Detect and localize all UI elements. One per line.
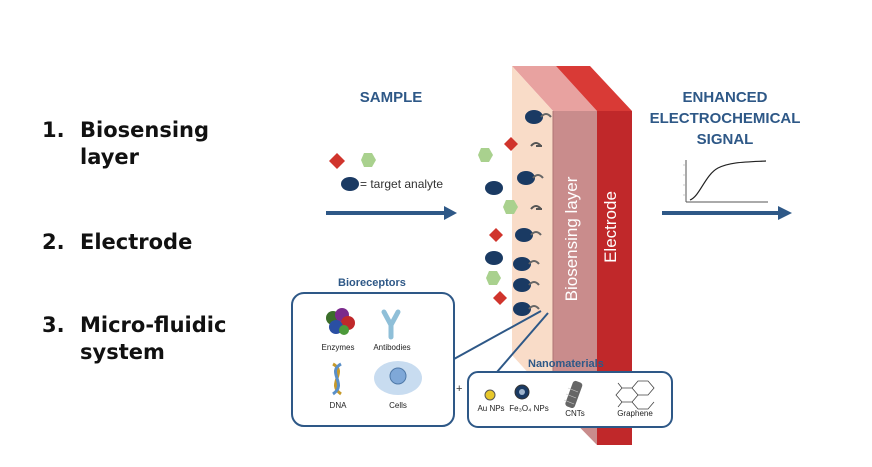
- analyte-ellipse-icon: [485, 181, 503, 195]
- list-text: Electrode: [80, 230, 193, 254]
- signal-plot-thumbnail: [683, 160, 768, 203]
- receptor-analyte: [513, 302, 540, 316]
- hexagon-icon: [361, 153, 376, 167]
- list-number: 1.: [42, 118, 65, 142]
- analyte-ellipse-icon: [485, 251, 503, 265]
- bioreceptors-title: Bioreceptors: [338, 277, 406, 289]
- receptor-analyte: [517, 171, 544, 185]
- diamond-icon: [329, 153, 345, 169]
- free-particles: [478, 137, 518, 305]
- list-item-electrode: 2. Electrode: [42, 229, 192, 256]
- plus-sign: +: [456, 383, 463, 395]
- hexagon-icon: [478, 148, 493, 162]
- cnt-icon: [563, 380, 583, 409]
- list-number: 3.: [42, 313, 65, 337]
- sample-label: SAMPLE: [359, 89, 423, 106]
- electrode-label: Electrode: [601, 191, 620, 263]
- caption-enzymes: Enzymes: [321, 343, 355, 352]
- surface-receptors: [513, 110, 552, 316]
- cell-icon: [374, 361, 422, 395]
- caption-fe3o4-nps: Fe₃O₄ NPs: [509, 404, 549, 413]
- list-text: Micro-fluidic system: [80, 313, 227, 364]
- connector-nanomaterials: [496, 312, 549, 373]
- receptor-analyte: [515, 228, 542, 242]
- enzyme-icon: [326, 308, 355, 335]
- analyte-ellipse-icon: [341, 177, 359, 191]
- fe3o4-np-icon: [514, 384, 530, 400]
- receptor: [530, 142, 542, 147]
- hexagon-icon: [486, 271, 501, 285]
- receptor-analyte: [513, 278, 540, 292]
- caption-graphene: Graphene: [617, 409, 653, 418]
- caption-cells: Cells: [389, 401, 407, 410]
- legend-target-analyte: = target analyte: [360, 177, 444, 191]
- list-item-microfluidic-system: 3. Micro-fluidic system: [42, 312, 240, 366]
- hexagon-icon: [503, 200, 518, 214]
- dna-icon: [332, 362, 342, 396]
- caption-cnts: CNTs: [565, 409, 585, 418]
- sample-arrow: [326, 206, 457, 220]
- signal-label: ENHANCED ELECTROCHEMICAL SIGNAL: [649, 89, 801, 148]
- list-number: 2.: [42, 230, 65, 254]
- graphene-icon: [615, 380, 655, 410]
- bioreceptors-box: [291, 292, 455, 427]
- nanomaterials-title: Nanomaterials: [528, 358, 604, 370]
- receptor-analyte: [525, 110, 552, 124]
- diamond-icon: [504, 137, 518, 151]
- caption-antibodies: Antibodies: [373, 343, 411, 352]
- signal-arrow: [662, 206, 792, 220]
- list-item-biosensing-layer: 1. Biosensing layer: [42, 117, 230, 171]
- list-text: Biosensing layer: [80, 118, 210, 169]
- biosensing-layer-label: Biosensing layer: [562, 176, 581, 302]
- receptor-analyte: [513, 257, 540, 271]
- antibody-icon: [381, 309, 401, 340]
- diamond-icon: [493, 291, 507, 305]
- receptor: [530, 205, 542, 210]
- caption-au-nps: Au NPs: [477, 404, 505, 413]
- connector-bioreceptors: [453, 310, 542, 360]
- caption-dna: DNA: [329, 401, 347, 410]
- diamond-icon: [489, 228, 503, 242]
- au-np-icon: [484, 389, 496, 401]
